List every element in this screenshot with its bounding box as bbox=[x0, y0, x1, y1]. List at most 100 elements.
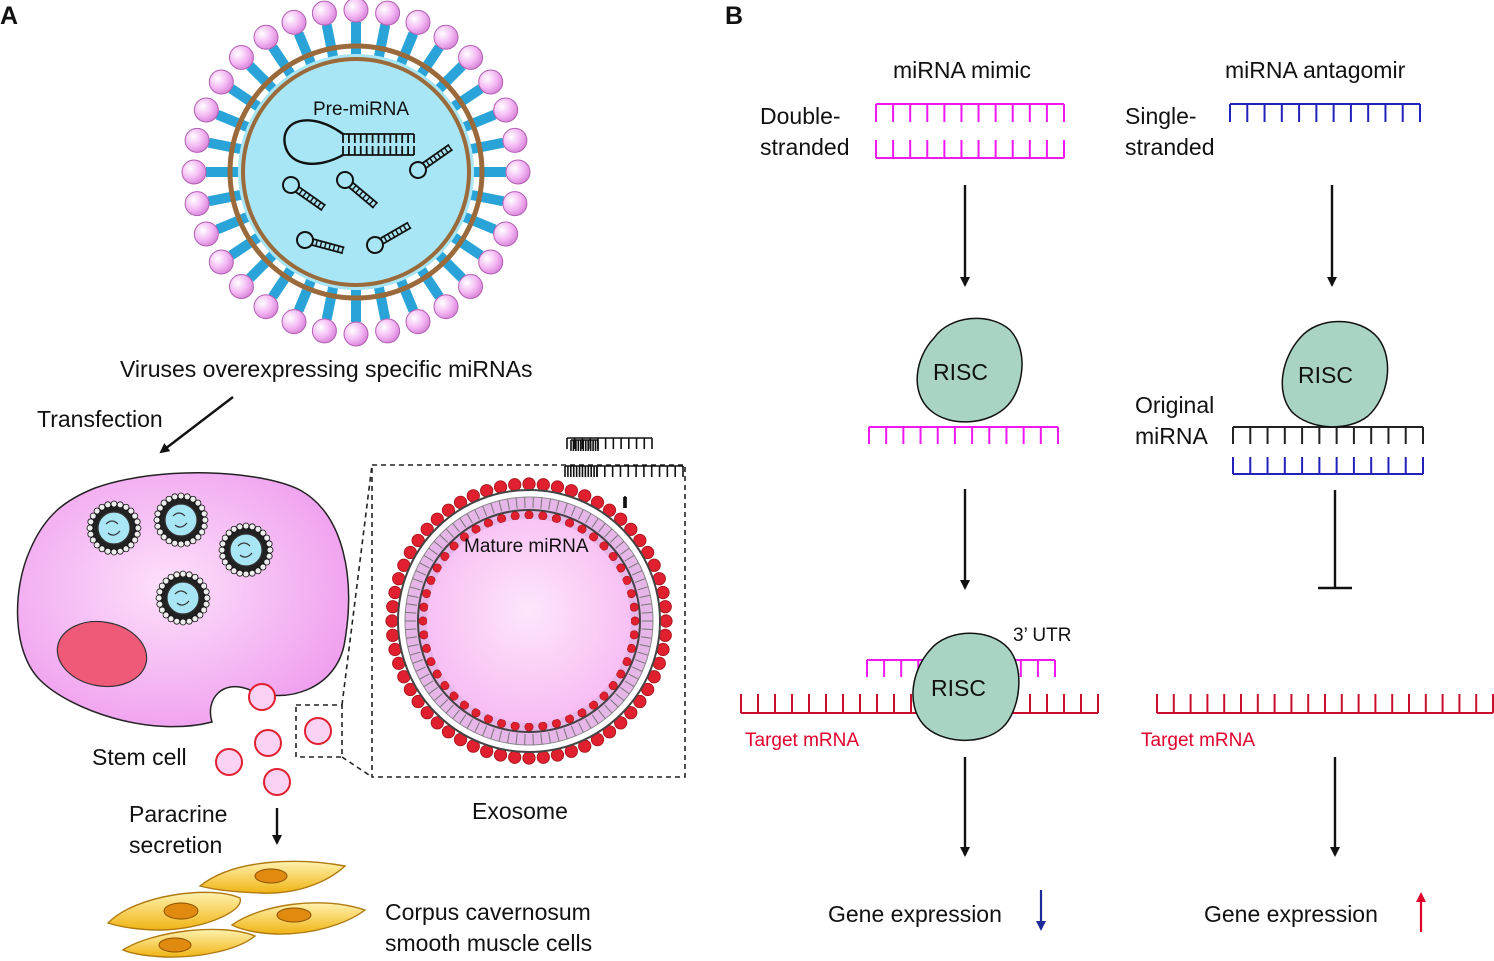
membrane-tick bbox=[624, 554, 635, 562]
lipid-head bbox=[458, 44, 484, 70]
membrane-tick bbox=[466, 718, 473, 729]
mature-mirna bbox=[623, 496, 627, 508]
outer-bead bbox=[386, 628, 400, 642]
vesicle-brown-ring bbox=[227, 43, 485, 301]
virus-vesicle bbox=[181, 0, 531, 347]
inner-bead bbox=[551, 514, 561, 524]
inner-bead bbox=[440, 681, 450, 691]
lipid-head bbox=[281, 309, 307, 335]
membrane-tick bbox=[591, 714, 599, 725]
mature-mirna bbox=[566, 437, 653, 449]
zoom-line-bottom bbox=[341, 756, 373, 778]
lipid-head bbox=[181, 159, 207, 185]
outer-bead bbox=[658, 600, 672, 614]
membrane-tick bbox=[585, 718, 592, 729]
outer-bead bbox=[441, 725, 456, 739]
lipid-head bbox=[405, 309, 431, 335]
membrane-tick bbox=[632, 666, 643, 672]
exosome-mature-mirnas bbox=[564, 437, 684, 508]
lipid-head bbox=[405, 9, 431, 35]
stem-cell-label: Stem cell bbox=[92, 744, 187, 770]
inner-bead bbox=[510, 721, 520, 731]
inner-bead bbox=[629, 630, 639, 640]
risc-label-mimic: RISC bbox=[933, 359, 988, 385]
membrane-tick bbox=[405, 611, 417, 614]
increase-arrow-head bbox=[1416, 892, 1426, 902]
membrane-tick bbox=[419, 673, 430, 680]
lipid-tail bbox=[215, 109, 253, 133]
membrane-tick bbox=[639, 594, 651, 598]
outer-bead bbox=[386, 600, 400, 614]
inner-bead bbox=[426, 657, 436, 667]
outer-bead bbox=[624, 706, 638, 720]
risc-complex-antagomir bbox=[1281, 320, 1389, 428]
membrane-tick bbox=[459, 517, 467, 528]
rna-strands bbox=[740, 103, 1494, 714]
double-stranded-line2: stranded bbox=[760, 134, 850, 160]
mimic-strand-bottom bbox=[875, 140, 1065, 159]
lipid-tail bbox=[207, 137, 246, 155]
membrane-tick bbox=[445, 704, 454, 714]
inner-bead bbox=[577, 708, 587, 718]
lipid-tail bbox=[395, 275, 419, 313]
membrane-tick bbox=[620, 547, 630, 555]
outer-bead bbox=[536, 750, 550, 764]
membrane-tick bbox=[405, 628, 417, 631]
lipid-head bbox=[502, 191, 528, 217]
membrane-tick bbox=[628, 673, 639, 680]
outer-bead bbox=[536, 478, 550, 492]
transfection-arrow bbox=[159, 396, 234, 454]
lipid-head bbox=[193, 97, 219, 123]
inner-bead bbox=[629, 602, 639, 612]
smooth-muscle-cell bbox=[121, 928, 257, 958]
membrane-tick bbox=[423, 554, 434, 562]
gene-expression-label-antagomir: Gene expression bbox=[1204, 901, 1378, 927]
membrane-tick bbox=[498, 500, 503, 512]
mature-mirna bbox=[564, 465, 598, 477]
membrane-tick bbox=[439, 699, 449, 708]
lipid-head bbox=[208, 69, 234, 95]
corpus-label-line1: Corpus cavernosum bbox=[385, 899, 591, 925]
original-mirna-line1: Original bbox=[1135, 392, 1214, 418]
inner-bead bbox=[616, 669, 626, 679]
lipid-tail bbox=[246, 249, 279, 282]
membrane-tick bbox=[639, 644, 651, 648]
lipid-tail bbox=[448, 231, 484, 260]
membrane-tick bbox=[409, 651, 421, 656]
stem-cell-nucleus bbox=[56, 620, 148, 688]
vesicle-inner-ring bbox=[241, 57, 471, 287]
lipid-tail bbox=[415, 44, 444, 80]
membrane-tick bbox=[641, 611, 653, 614]
outer-bead bbox=[430, 716, 444, 730]
inner-bead bbox=[471, 524, 481, 534]
inner-bead bbox=[459, 532, 469, 542]
original-mirna-line2: miRNA bbox=[1135, 423, 1208, 449]
inner-bead bbox=[616, 563, 626, 573]
lipid-tail bbox=[268, 44, 297, 80]
transfection-label: Transfection bbox=[37, 406, 163, 432]
membrane-tick bbox=[415, 666, 426, 672]
lipid-head bbox=[505, 159, 531, 185]
exosome-label: Exosome bbox=[472, 798, 568, 824]
membrane-tick bbox=[555, 500, 560, 512]
membrane-tick bbox=[635, 659, 646, 664]
membrane-tick bbox=[482, 505, 488, 517]
mini-virus bbox=[155, 570, 211, 626]
inner-bead bbox=[630, 616, 640, 626]
lipid-head bbox=[458, 274, 484, 300]
zoom-line-top bbox=[341, 464, 373, 706]
membrane-tick bbox=[406, 636, 418, 639]
membrane-tick bbox=[563, 728, 568, 740]
lipid-head bbox=[193, 221, 219, 247]
lipid-tail bbox=[373, 282, 391, 321]
membrane-tick bbox=[433, 693, 443, 702]
lipid-head bbox=[311, 0, 337, 26]
small-hairpin bbox=[296, 231, 345, 255]
membrane-tick bbox=[635, 578, 646, 583]
membrane-tick bbox=[570, 505, 576, 517]
corpus-label-line2: smooth muscle cells bbox=[385, 930, 592, 956]
membrane-tick bbox=[620, 687, 630, 695]
lipid-tail bbox=[459, 211, 497, 235]
exosome-zoom-box bbox=[371, 464, 686, 778]
